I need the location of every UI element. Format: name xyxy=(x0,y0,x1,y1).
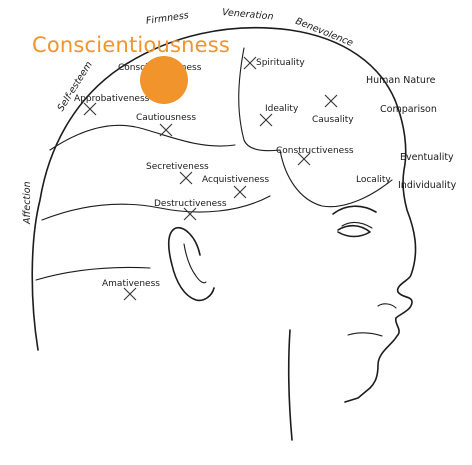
ear-outline xyxy=(167,227,215,302)
label-comparison: Comparison xyxy=(380,104,437,115)
label-eventuality: Eventuality xyxy=(400,152,454,163)
label-self-esteem: Self-esteem xyxy=(56,60,95,114)
label-amativeness: Amativeness xyxy=(102,279,160,289)
label-ideality: Ideality xyxy=(265,104,299,114)
forehead-divider xyxy=(279,149,393,208)
eye xyxy=(337,224,371,238)
label-spirituality: Spirituality xyxy=(256,58,305,68)
label-approbativeness: Approbativeness xyxy=(74,94,150,104)
mouth xyxy=(347,332,383,337)
label-locality: Locality xyxy=(356,175,391,185)
label-human-nature: Human Nature xyxy=(366,75,436,86)
label-acquisitiveness: Acquistiveness xyxy=(202,175,269,185)
head-outline xyxy=(31,26,417,403)
lower-back-divider xyxy=(35,266,151,281)
label-cautiousness: Cautiousness xyxy=(136,113,196,123)
middle-divider xyxy=(41,195,271,221)
upper-back-divider xyxy=(49,124,236,151)
eyebrow xyxy=(332,205,377,215)
region-markers xyxy=(83,56,338,301)
crown-divider xyxy=(238,47,281,152)
label-firmness: Firmness xyxy=(145,10,189,27)
neck-line xyxy=(287,329,293,441)
eye-crease xyxy=(341,221,373,229)
nostril xyxy=(377,303,397,309)
label-veneration: Veneration xyxy=(222,7,274,22)
label-constructiveness: Constructiveness xyxy=(276,146,354,156)
highlight-title: Conscientiousness xyxy=(32,33,230,57)
label-secretiveness: Secretiveness xyxy=(146,162,209,172)
label-causality: Causality xyxy=(312,115,354,125)
label-affection: Affection xyxy=(22,181,33,225)
ear-inner xyxy=(183,243,207,284)
highlight-dot xyxy=(140,56,188,104)
label-individuality: Individuality xyxy=(398,180,457,191)
label-destructiveness: Destructiveness xyxy=(154,199,227,209)
